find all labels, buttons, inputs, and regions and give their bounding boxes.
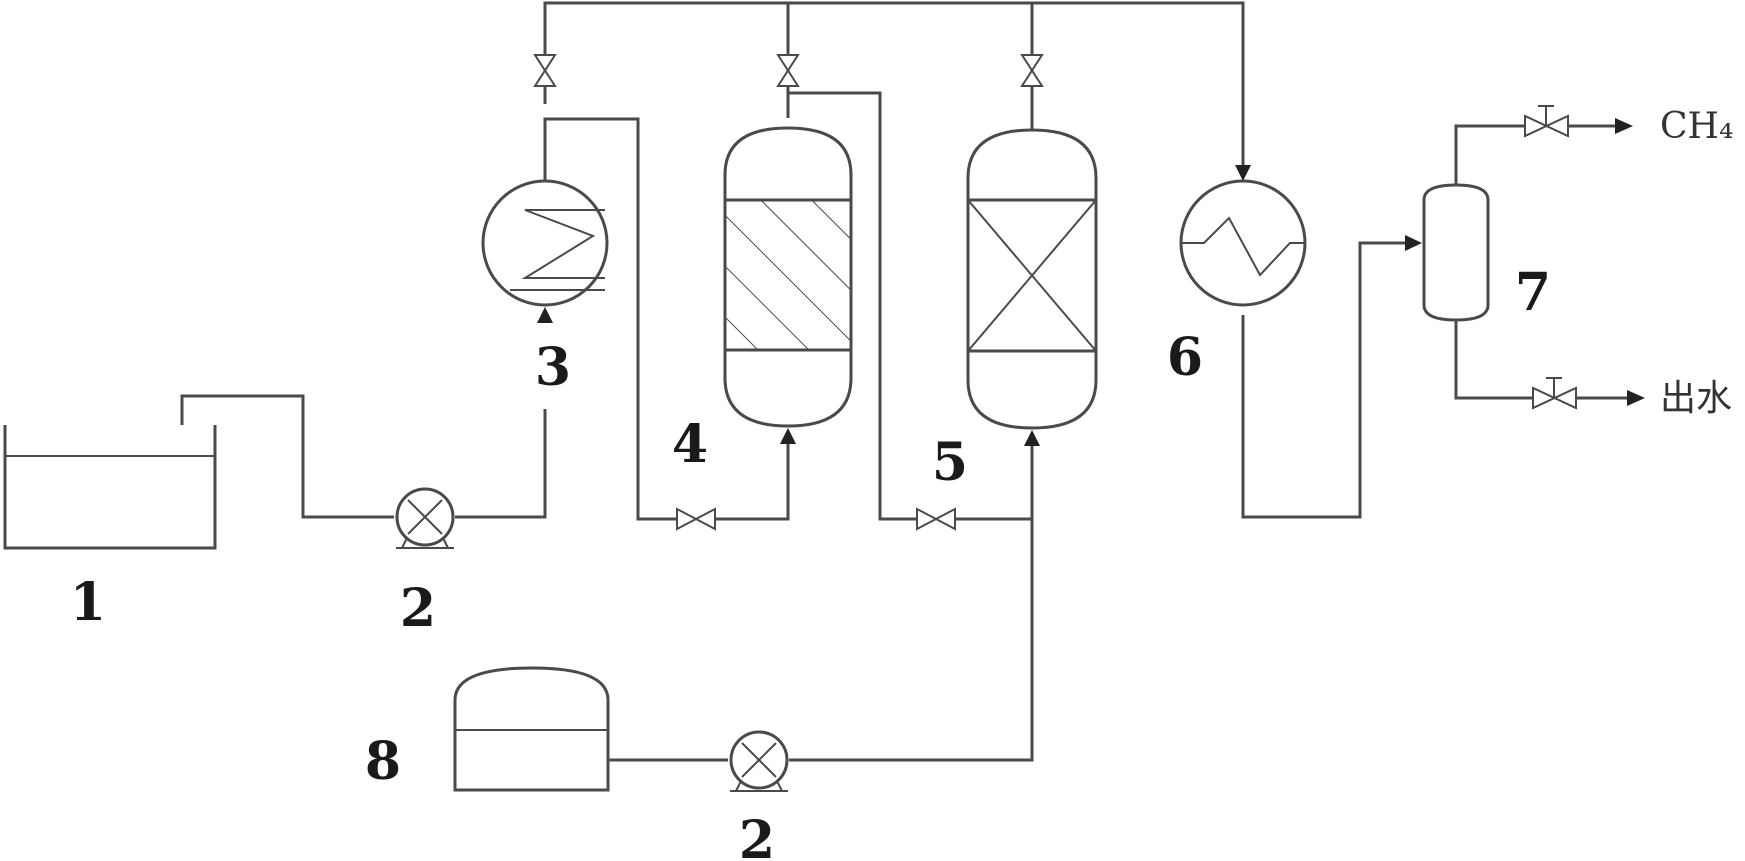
label-pump-bottom: 2 [739,810,775,861]
label-separator: 7 [1515,262,1551,323]
label-pump-top: 2 [400,578,436,639]
label-gas-output: CH₄ [1660,106,1733,147]
condenser [1179,179,1307,307]
label-water-output: 出水 [1660,378,1732,419]
arrow-into-heater [537,307,553,323]
label-tank: 1 [70,572,106,633]
output-labels: CH₄ 出水 [1660,106,1733,419]
equipment-labels: 1 2 3 4 5 6 7 8 2 [70,262,1551,861]
arrow-into-condenser [1235,165,1251,181]
arrow-into-reactor-4 [780,428,796,444]
reactor-cross [966,128,1098,430]
arrow-into-reactor-5 [1024,430,1040,446]
arrow-water-out [1627,390,1645,406]
reactor-hatched [723,126,853,428]
label-condenser: 6 [1167,327,1203,388]
flow-arrows [537,118,1645,446]
gas-liquid-separator [1422,183,1490,322]
label-reactor-4: 4 [672,414,708,475]
label-reactor-5: 5 [932,432,968,493]
arrow-gas-out [1615,118,1633,134]
arrow-into-separator [1405,235,1422,251]
valve-vertical-2 [776,54,800,87]
open-tank [3,425,217,550]
valves [533,54,1577,531]
valve-vertical-1 [533,54,557,87]
storage-tank [453,666,610,792]
top-header-pipe [543,1,1245,175]
label-storage: 8 [365,731,401,792]
piping [180,1,1627,762]
pump-bottom [729,730,789,792]
valve-horizontal-1 [676,507,716,531]
heater [481,179,609,307]
label-heater: 3 [535,337,571,398]
pump-top [395,487,455,549]
valve-vertical-3 [1020,54,1044,87]
valve-gas-outlet [1524,105,1569,138]
valve-horizontal-2 [916,507,956,531]
valve-water-outlet [1532,377,1577,410]
